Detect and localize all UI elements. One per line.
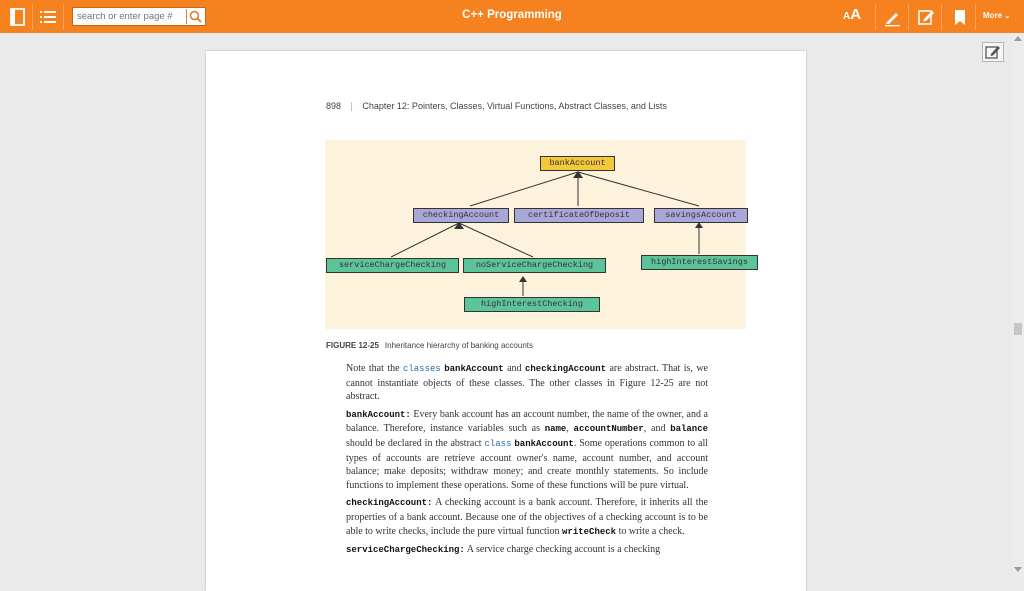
inheritance-diagram: bankAccount checkingAccount certificateO…: [325, 140, 758, 329]
text: A service charge checking account is a c…: [464, 544, 661, 556]
highlight-pen-icon[interactable]: [883, 7, 903, 27]
search-field: [72, 7, 206, 26]
code: bankAccount: [444, 364, 504, 374]
search-icon: [189, 10, 202, 23]
book-page: 898 | Chapter 12: Pointers, Classes, Vir…: [206, 51, 806, 591]
chevron-down-icon: ⌄: [1004, 13, 1011, 20]
search-button[interactable]: [186, 9, 204, 24]
table-of-contents-icon[interactable]: [38, 7, 58, 27]
bookmark-icon[interactable]: [950, 7, 970, 27]
toolbar-divider: [908, 4, 909, 30]
book-icon[interactable]: [8, 7, 28, 27]
text: and: [503, 363, 525, 374]
more-label: More: [983, 11, 1003, 20]
vertical-scrollbar[interactable]: [1013, 34, 1024, 576]
text-size-icon: A: [843, 11, 851, 22]
book-title: C++ Programming: [462, 9, 562, 21]
box-high-interest-savings: highInterestSavings: [641, 255, 758, 270]
scrollbar-thumb[interactable]: [1014, 323, 1022, 335]
code: checkingAccount: [525, 364, 607, 374]
toolbar-divider: [63, 4, 64, 30]
text: ,: [566, 423, 574, 435]
term: checkingAccount:: [346, 498, 433, 509]
box-certificate-of-deposit: certificateOfDeposit: [514, 208, 644, 223]
figure-caption: FIGURE 12-25 Inheritance hierarchy of ban…: [326, 341, 533, 350]
toolbar-divider: [941, 4, 942, 30]
code: name: [544, 424, 567, 435]
text: A checking account is a bank account. Th…: [346, 497, 708, 537]
figure-label: FIGURE 12-25: [326, 341, 379, 350]
term: serviceChargeChecking:: [346, 545, 465, 556]
edit-note-icon: [985, 46, 1000, 59]
page-number: 898: [326, 101, 342, 111]
annotate-button[interactable]: [982, 42, 1004, 62]
scroll-up-arrow[interactable]: [1014, 36, 1022, 41]
chapter-title: Chapter 12: Pointers, Classes, Virtual F…: [362, 101, 667, 111]
toolbar-divider: [32, 4, 33, 30]
notes-icon[interactable]: [916, 7, 936, 27]
paragraph: Note that the classes bankAccount and ch…: [346, 362, 708, 404]
text: should be declared in the abstract: [346, 437, 485, 449]
box-savings-account: savingsAccount: [654, 208, 748, 223]
body-text: Note that the classes bankAccount and ch…: [346, 362, 708, 562]
figure-title: Inheritance hierarchy of banking account…: [384, 341, 533, 350]
code: bankAccount: [514, 438, 574, 449]
box-checking-account: checkingAccount: [413, 208, 509, 223]
term: bankAccount:: [346, 409, 411, 420]
text: Every bank account has an account number…: [346, 408, 708, 435]
top-toolbar: C++ Programming AA More ⌄: [0, 0, 1024, 33]
paragraph: checkingAccount: A checking account is a…: [346, 496, 708, 539]
code: writeCheck: [562, 526, 617, 537]
text-size-button[interactable]: AA: [843, 6, 862, 23]
page-header: 898 | Chapter 12: Pointers, Classes, Vir…: [326, 101, 667, 111]
toolbar-divider: [875, 4, 876, 30]
toolbar-divider: [975, 4, 976, 30]
text: , and: [643, 423, 671, 435]
paragraph: serviceChargeChecking: A service charge …: [346, 543, 708, 558]
box-no-service-charge-checking: noServiceChargeChecking: [463, 258, 606, 273]
search-input[interactable]: [77, 9, 183, 24]
paragraph: bankAccount: Every bank account has an a…: [346, 408, 708, 493]
box-service-charge-checking: serviceChargeChecking: [326, 258, 459, 273]
header-separator: |: [350, 101, 353, 111]
code: balance: [670, 424, 708, 435]
text: to write a check.: [616, 525, 685, 537]
more-menu-button[interactable]: More ⌄: [983, 11, 1010, 20]
scroll-down-arrow[interactable]: [1014, 567, 1022, 572]
text: Note that the: [346, 363, 403, 374]
code: accountNumber: [573, 424, 644, 435]
text: are abstract. That is, we cannot instant…: [346, 363, 708, 403]
box-bank-account: bankAccount: [540, 156, 615, 171]
text: . Some operations common to all types of…: [346, 437, 709, 491]
box-high-interest-checking: highInterestChecking: [464, 297, 600, 312]
code: classes: [402, 364, 441, 374]
diagram-connectors: [390, 171, 703, 296]
code: class: [484, 438, 512, 449]
